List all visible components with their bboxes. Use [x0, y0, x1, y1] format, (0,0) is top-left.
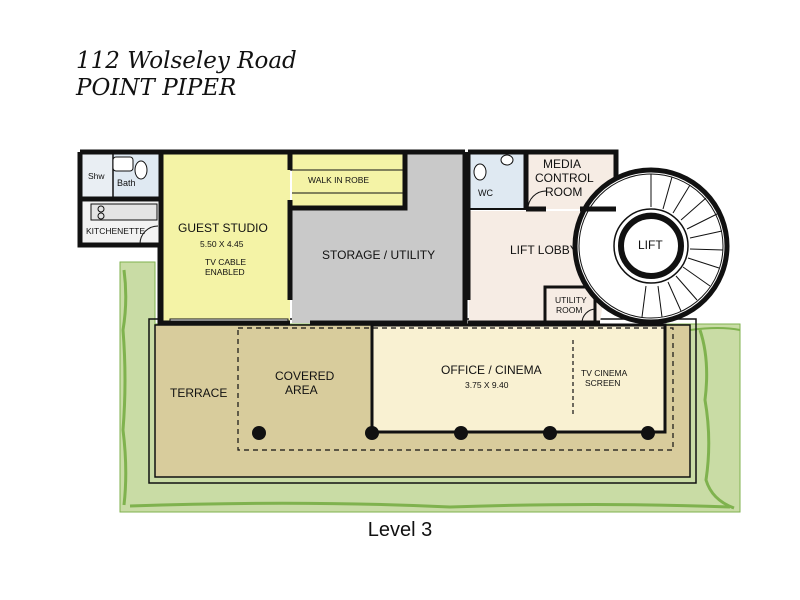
address-street: 112 Wolseley Road: [76, 48, 297, 74]
bath-label: Bath: [117, 178, 136, 188]
terrace-label: TERRACE: [170, 386, 228, 400]
covered-area-label-1: COVERED: [275, 369, 335, 383]
office-cinema-label: OFFICE / CINEMA: [441, 363, 542, 377]
tv-cinema-label-1: TV CINEMA: [581, 368, 628, 378]
walk-in-robe-label: WALK IN ROBE: [308, 175, 370, 185]
office-cinema-size: 3.75 X 9.40: [465, 380, 509, 390]
media-control-label-2: CONTROL: [535, 171, 594, 185]
storage-utility-label: STORAGE / UTILITY: [322, 248, 436, 262]
lift-shaft: [618, 212, 684, 279]
guest-studio-floor: [161, 153, 290, 323]
level-label: Level 3: [367, 519, 433, 541]
walls: [77, 149, 619, 326]
lift-label: LIFT: [638, 238, 663, 252]
walk-in-robe-floor: [292, 153, 405, 208]
utility-room-floor: [543, 285, 597, 325]
utility-room-label-1: UTILITY: [555, 295, 587, 305]
media-control-label-1: MEDIA: [543, 157, 582, 171]
wc-floor: [469, 153, 526, 209]
guest-studio-note-1: TV CABLE: [205, 257, 247, 267]
kitchenette: [81, 202, 159, 245]
guest-studio-note-2: ENABLED: [205, 267, 245, 277]
wc-label: WC: [478, 188, 493, 198]
office-cinema-floor: [370, 323, 667, 434]
covered-area-label-2: AREA: [285, 383, 318, 397]
guest-studio-size: 5.50 X 4.45: [200, 239, 244, 249]
utility-room-label-2: ROOM: [556, 305, 583, 315]
media-control-label-3: ROOM: [545, 185, 583, 199]
covered-area-outline: [237, 327, 674, 451]
lift-lobby-label: LIFT LOBBY: [510, 243, 578, 257]
shower-label: Shw: [88, 171, 105, 181]
storage-utility-floor: [292, 153, 465, 323]
guest-studio-label: GUEST STUDIO: [178, 221, 268, 235]
kitchenette-label: KITCHENETTE: [86, 226, 146, 236]
address-suburb: POINT PIPER: [76, 75, 237, 101]
columns: [252, 426, 655, 440]
tv-cinema-label-2: SCREEN: [585, 378, 621, 388]
